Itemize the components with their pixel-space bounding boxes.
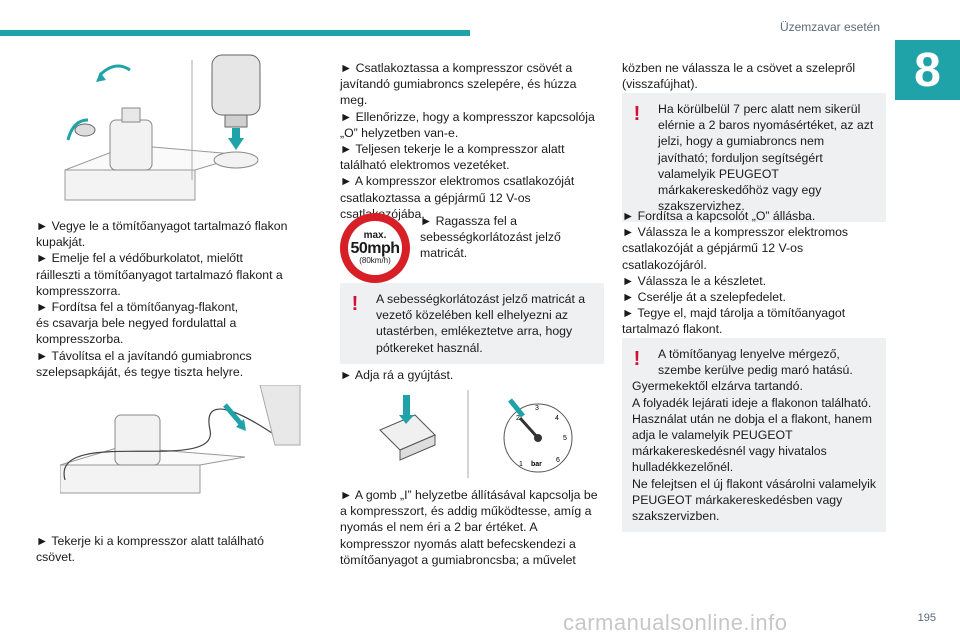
compressor-hose-illustration xyxy=(60,385,301,494)
step-apply-sticker: ► Ragassza fel a sebességkorlátozást jel… xyxy=(420,214,561,261)
step-remove-valve-cap: ► Távolítsa el a javítandó gumiabroncs s… xyxy=(36,348,252,379)
page-number: 195 xyxy=(917,612,936,624)
step-connect-hose: ► Csatlakoztassa a kompresszor csövét a … xyxy=(340,61,577,108)
step-check-switch: ► Ellenőrizze, hogy a kompresszor kapcso… xyxy=(340,109,595,124)
step-lift-cover: ► Emelje fel a védőburkolatot, mielőtt xyxy=(36,251,243,266)
column-3-intro: közben ne válassza le a csövet a szelepr… xyxy=(622,60,884,92)
gauge-tick-6: 6 xyxy=(556,457,560,464)
step-turn-bottle: ► Fordítsa fel a tömítőanyag-flakont, xyxy=(36,300,239,315)
warning-box-sticker: ! A sebességkorlátozást jelző matricát a… xyxy=(340,283,604,364)
step-unplug: ► Válassza le a kompresszor elektromos c… xyxy=(622,225,849,272)
warning-box-pressure: ! Ha körülbelül 7 perc alatt nem sikerül… xyxy=(622,93,886,223)
gauge-tick-3: 3 xyxy=(535,405,539,412)
step-lift-cover-cont: rá­illeszti a tömítőanyagot tartalmazó f… xyxy=(36,267,283,298)
warning-icon: ! xyxy=(633,348,641,370)
gauge-tick-4: 4 xyxy=(555,415,559,422)
speed-limit-sticker: max. 50mph (80km/h) xyxy=(340,213,410,283)
step-turn-bottle-cont: és csavarja bele negyed fordulattal a ko… xyxy=(36,316,237,347)
gauge-tick-2: 2 xyxy=(516,415,520,422)
header-accent-bar xyxy=(0,30,470,36)
expiry-date-text: A folyadék lejárati ideje a flakonon tal… xyxy=(632,395,872,410)
step-unwind-hose: ► Tekerje ki a kompresszor alatt találha… xyxy=(36,534,264,565)
sealant-bottle-illustration xyxy=(64,54,261,201)
keep-from-children-text: Gyermekektől elzárva tartandó. xyxy=(632,379,803,394)
toxic-warning-text: A tömítőanyag lenyelve mérgező, szembe k… xyxy=(658,347,853,378)
step-replace-valve-cap: ► Cserélje át a szelepfedelet. xyxy=(622,290,786,305)
watermark: carmanualsonline.info xyxy=(563,610,788,635)
step-ignition: ► Adja rá a gyújtást. xyxy=(340,368,454,382)
step-check-switch-cont: „O” helyzetben van-e. xyxy=(340,125,459,140)
step-start-compressor: ► A gomb „I” helyzetbe állításával kapcs… xyxy=(340,488,598,567)
do-not-disconnect-text: közben ne válassza le a csövet a szelepr… xyxy=(622,61,856,92)
column-3-steps: ► Fordítsa a kapcsolót „O” állásba. ► Vá… xyxy=(622,208,884,338)
column-1-text-2: ► Tekerje ki a kompresszor alatt találha… xyxy=(36,533,298,565)
warning-icon: ! xyxy=(351,293,359,315)
gauge-tick-5: 5 xyxy=(563,435,567,442)
warning-icon: ! xyxy=(633,103,641,125)
warning-pressure-text: Ha körülbelül 7 perc alatt nem sikerül e… xyxy=(658,102,874,214)
ignition-instruction: ► Adja rá a gyújtást. xyxy=(340,367,606,383)
sign-speed-text: 50mph xyxy=(350,240,400,257)
compressor-gauge-illustration: 1 2 3 4 5 6 bar xyxy=(379,390,573,478)
sign-top-text: max. xyxy=(363,230,387,241)
step-store-bottle: ► Tegye el, majd tárolja a tömítőanyagot… xyxy=(622,306,846,337)
step-plug-in: ► A kompresszor elektromos csatlakozóját… xyxy=(340,174,575,220)
column-2-text: ► Csatlakoztassa a kompresszor csövét a … xyxy=(340,60,606,222)
gauge-tick-1: 1 xyxy=(519,461,523,468)
gauge-unit-label: bar xyxy=(531,461,542,468)
section-title: Üzemzavar esetén xyxy=(779,20,880,34)
step-disconnect-kit: ► Válassza le a készletet. xyxy=(622,273,767,288)
column-1-text: ► Vegye le a tömítőanyagot tartalmazó fl… xyxy=(36,218,298,380)
disposal-text: Használat után ne dobja el a flakont, ha… xyxy=(632,411,872,475)
buy-new-bottle-text: Ne felejtsen el új flakont vásárolni val… xyxy=(632,476,877,524)
sign-kmh-text: (80km/h) xyxy=(359,256,391,265)
chapter-number: 8 xyxy=(895,40,960,100)
step-unwind-cable: ► Teljesen tekerje le a kompresszor alat… xyxy=(340,142,565,173)
column-2-text-2: ► A gomb „I” helyzetbe állításával kapcs… xyxy=(340,487,606,568)
step-remove-cap: ► Vegye le a tömítőanyagot tartalmazó fl… xyxy=(36,219,288,250)
warning-sticker-text: A sebességkorlátozást jelző matricát a v… xyxy=(376,292,586,355)
warning-box-toxic: ! A tömítőanyag lenyelve mérgező, szembe… xyxy=(622,338,886,533)
sticker-instruction: ► Ragassza fel a sebességkorlátozást jel… xyxy=(420,213,600,262)
step-switch-off: ► Fordítsa a kapcsolót „O” állásba. xyxy=(622,209,816,223)
